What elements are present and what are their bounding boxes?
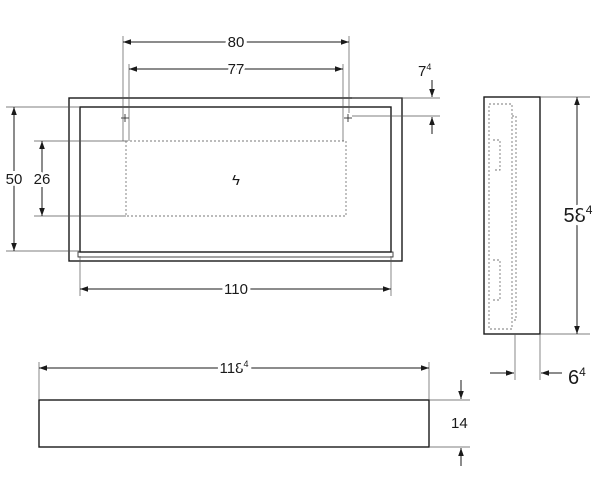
dim-58-label: 584 [564, 203, 593, 227]
mount-mark-left [121, 114, 129, 122]
dim-7-label: 74 [418, 62, 431, 80]
dim-118-label: 1184 [220, 359, 249, 377]
mount-mark-right [344, 114, 352, 122]
side-view: 584 64 [483, 96, 596, 389]
side-hidden-detail [493, 115, 517, 321]
dim-77-label: 77 [228, 61, 245, 78]
front-outer-frame [68, 97, 403, 262]
dim-7-value: 7 [418, 63, 426, 80]
side-outer-profile [483, 96, 541, 335]
dim-6-value: 6 [568, 367, 579, 389]
dim-6-label: 64 [568, 365, 586, 389]
front-bottom-lip [77, 251, 394, 258]
top-view: 1184 14 [38, 356, 470, 466]
dim-118-superscript: 4 [243, 359, 248, 369]
dim-80-label: 80 [228, 34, 245, 51]
side-hidden-box [488, 103, 513, 330]
cutout-dashed-area [125, 140, 347, 217]
dim-50-label: 50 [6, 171, 23, 188]
dim-6-superscript: 4 [579, 365, 586, 379]
dim-58-superscript: 4 [586, 203, 593, 217]
dim-7-superscript: 4 [426, 62, 431, 72]
top-outer-profile [38, 399, 430, 448]
electrical-symbol-icon: ϟ [232, 172, 240, 189]
front-view: ϟ 80 77 74 [3, 31, 440, 301]
dim-14-label: 14 [451, 415, 468, 432]
dim-26-label: 26 [34, 171, 51, 188]
dim-110-label: 110 [224, 281, 248, 298]
dim-118-value: 118 [220, 360, 244, 377]
dim-58-value: 58 [564, 205, 586, 227]
